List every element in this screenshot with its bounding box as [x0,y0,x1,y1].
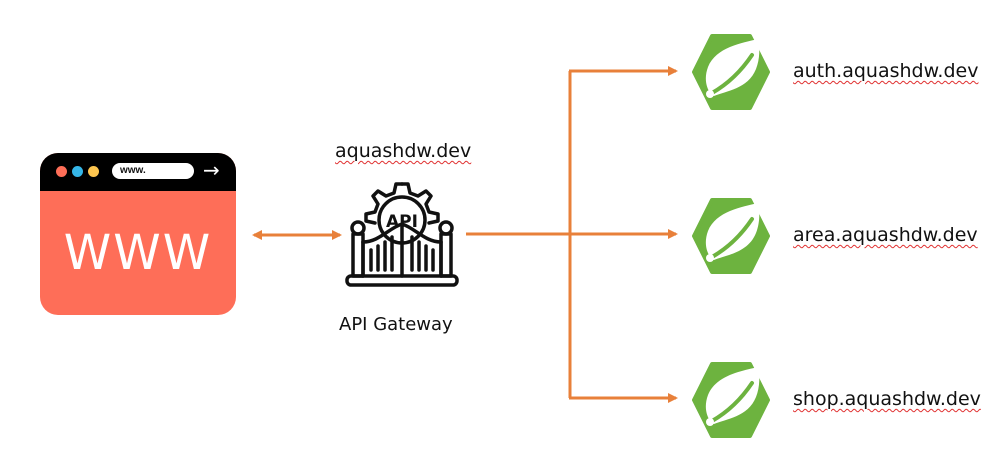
api-icon-text: API [386,212,418,232]
spring-leaf-icon [692,34,770,110]
gateway-domain-text: aquashdw.dev [335,140,472,162]
service-domain-text: auth.aquashdw.dev [793,60,979,82]
window-dot-red [56,166,67,177]
www-text: WWW [63,225,213,281]
gateway-label: API Gateway [339,314,453,335]
service-domain-label: area.aquashdw.dev [793,224,978,246]
spring-leaf-icon [692,198,770,274]
gateway-domain-label: aquashdw.dev [335,140,471,162]
service-domain-text: area.aquashdw.dev [793,224,978,246]
client-browser-icon: www. → WWW [40,153,236,315]
api-gate-gear-icon: API [345,182,459,287]
spring-leaf-icon [692,362,770,438]
service-domain-label: shop.aquashdw.dev [793,388,981,410]
service-domain-text: shop.aquashdw.dev [793,388,981,410]
window-dot-blue [72,166,83,177]
window-dot-yellow [88,166,99,177]
browser-title-bar: www. → [40,153,236,191]
url-bar: www. [112,163,194,179]
service-domain-label: auth.aquashdw.dev [793,60,978,82]
arrow-right-icon: → [203,158,220,182]
